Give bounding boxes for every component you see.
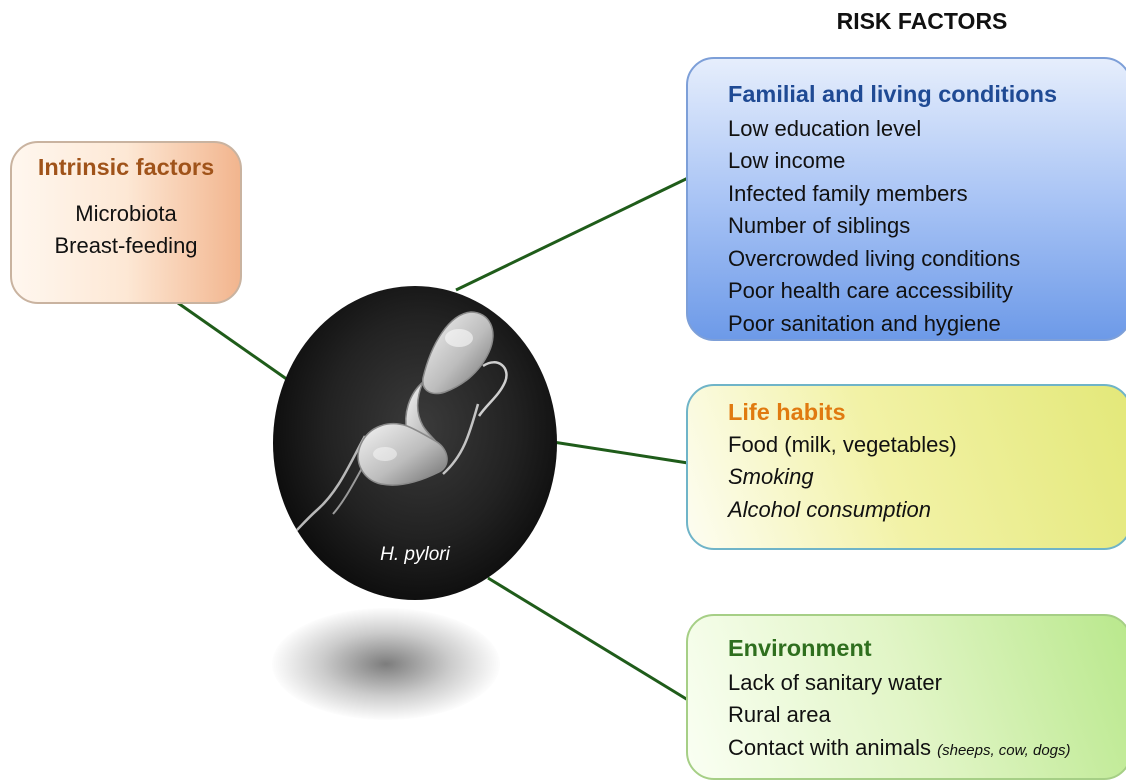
familial-item-health-care: Poor health care accessibility	[728, 278, 1013, 303]
familial-item-income: Low income	[728, 148, 846, 173]
environment-item-water: Lack of sanitary water	[728, 669, 942, 695]
environment-item-rural: Rural area	[728, 702, 831, 727]
environment-box: Environment Lack of sanitary water Rural…	[686, 614, 1126, 780]
life-habits-box: Life habits Food (milk, vegetables) Smok…	[686, 384, 1126, 550]
flagellum-lower	[294, 435, 367, 533]
intrinsic-factors-title: Intrinsic factors	[37, 154, 215, 180]
environment-animals-note: (sheeps, cow, dogs)	[937, 741, 1071, 759]
flagellum-upper	[477, 361, 508, 417]
intrinsic-item-microbiota: Microbiota	[75, 200, 177, 226]
h-pylori-label: H. pylori	[380, 544, 450, 565]
environment-animals-text: Contact with animals	[728, 734, 931, 760]
h-pylori-micrograph: H. pylori	[273, 286, 557, 600]
familial-item-infected-family: Infected family members	[728, 180, 968, 206]
life-habits-item-food: Food (milk, vegetables)	[728, 431, 957, 457]
familial-title: Familial and living conditions	[728, 81, 1058, 107]
connector-life-habits	[552, 440, 689, 465]
bacterium-illustration	[294, 311, 508, 533]
environment-title: Environment	[728, 635, 872, 661]
bacterium-lower-cell	[357, 423, 448, 486]
life-habits-item-alcohol: Alcohol consumption	[728, 496, 932, 522]
life-habits-title: Life habits	[728, 399, 846, 425]
flagellum-right	[442, 403, 480, 475]
circle-shadow	[272, 608, 500, 720]
familial-item-sanitation: Poor sanitation and hygiene	[728, 310, 1001, 336]
intrinsic-item-breast-feeding: Breast-feeding	[54, 233, 198, 258]
life-habits-item-smoking: Smoking	[728, 464, 814, 489]
familial-item-overcrowded: Overcrowded living conditions	[728, 245, 1021, 271]
intrinsic-factors-box: Intrinsic factors Microbiota Breast-feed…	[10, 141, 242, 304]
bacterium-highlight	[445, 329, 473, 347]
bacterium-highlight-lower	[373, 447, 397, 461]
familial-item-education: Low education level	[728, 115, 922, 141]
connector-familial	[455, 176, 689, 292]
familial-living-conditions-box: Familial and living conditions Low educa…	[686, 57, 1126, 341]
connector-environment	[487, 576, 689, 702]
environment-item-animals: Contact with animals (sheeps, cow, dogs)	[728, 732, 1126, 768]
familial-item-siblings: Number of siblings	[728, 213, 911, 238]
diagram-heading: RISK FACTORS	[836, 8, 1008, 34]
connector-intrinsic	[177, 301, 289, 382]
bacterium-upper-cell	[422, 311, 494, 395]
